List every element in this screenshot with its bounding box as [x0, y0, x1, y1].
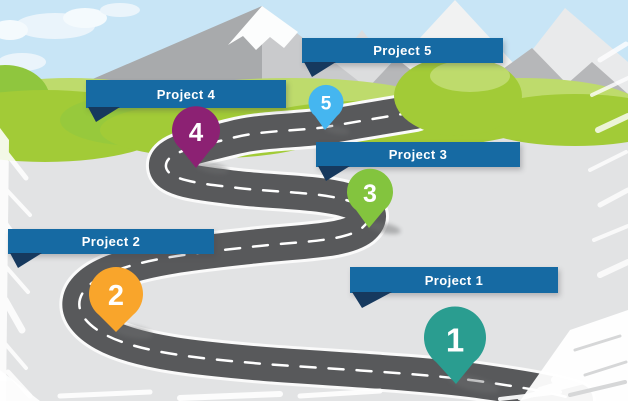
banner-project-4[interactable]: Project 4 [86, 80, 286, 122]
road-center-dashes [78, 110, 578, 401]
banner-project-4-label: Project 4 [156, 86, 216, 102]
pin-project-3[interactable]: 3 [347, 168, 393, 228]
pin-project-2[interactable]: 2 [88, 267, 143, 332]
brush-texture-bottom [0, 370, 383, 401]
banner-project-5-label: Project 5 [373, 43, 432, 58]
pin-project-3-number: 3 [363, 180, 377, 208]
pin-project-5[interactable]: 5 [308, 84, 344, 130]
pin-project-2-number: 2 [108, 280, 124, 312]
map-pin-icon [347, 168, 393, 228]
banner-project-3-label: Project 3 [388, 147, 448, 162]
map-pin-icon [308, 84, 344, 130]
pin-project-4-number: 4 [189, 117, 204, 147]
banner-project-1-label: Project 1 [424, 272, 484, 288]
pin-project-5-number: 5 [321, 94, 332, 115]
brush-texture-bottom-right [498, 310, 628, 401]
pin-project-1-number: 1 [446, 322, 464, 359]
banner-project-3[interactable]: Project 3 [316, 142, 520, 181]
brush-texture-right [588, 41, 628, 278]
pin-project-1[interactable]: 1 [424, 306, 487, 384]
map-pin-icon [424, 306, 487, 384]
pin-shadows [113, 125, 500, 394]
front-bush [394, 56, 522, 136]
snow-cap [228, 6, 298, 50]
map-pin-icon [172, 106, 220, 168]
pin-project-4[interactable]: 4 [172, 106, 220, 168]
banner-project-2-label: Project 2 [81, 234, 141, 249]
map-pin-icon [88, 267, 143, 332]
road [59, 92, 596, 401]
clouds [0, 3, 140, 71]
